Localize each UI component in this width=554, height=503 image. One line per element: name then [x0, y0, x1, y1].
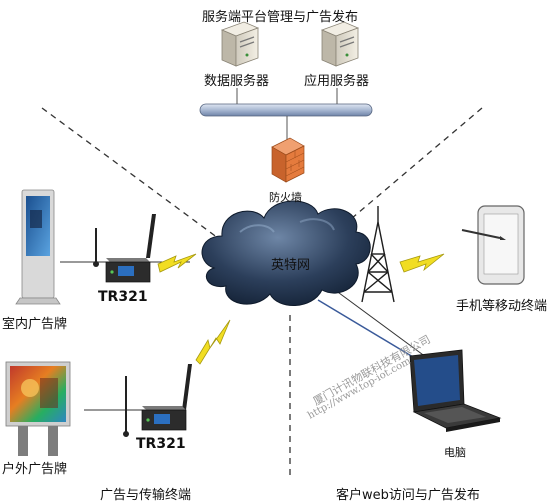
indoor-sign-label: 室内广告牌 — [2, 317, 68, 332]
tr321-terminal-icon — [123, 364, 192, 437]
computer-label: 电脑 — [444, 446, 466, 459]
outdoor-sign-icon — [5, 361, 71, 456]
firewall-label: 防火墙 — [269, 191, 302, 204]
ad-terminal-section-label: 广告与传输终端 — [100, 488, 192, 503]
lightning-bolt-icon — [195, 319, 231, 365]
app-server-icon — [320, 21, 360, 67]
internet-cloud — [201, 200, 371, 307]
data-server-label: 数据服务器 — [204, 74, 270, 89]
tr321-label-bottom: TR321 — [136, 436, 186, 452]
firewall-icon — [271, 137, 305, 183]
section-dividers — [41, 107, 483, 480]
tr321-label-top: TR321 — [98, 289, 148, 305]
client-web-section-label: 客户web访问与广告发布 — [336, 488, 480, 503]
cell-tower-icon — [361, 206, 395, 303]
app-server-label: 应用服务器 — [304, 74, 370, 89]
diagram-title: 服务端平台管理与广告发布 — [202, 10, 359, 25]
indoor-sign-icon — [15, 189, 61, 305]
tr321-terminal-icon — [93, 214, 156, 283]
wireless-signals — [157, 253, 445, 365]
data-server-icon — [220, 21, 260, 67]
lightning-bolt-icon — [157, 253, 197, 273]
laptop-icon — [409, 349, 502, 432]
mobile-device-icon — [461, 205, 525, 285]
mobile-label: 手机等移动终端 — [456, 299, 548, 314]
internet-label: 英特网 — [271, 258, 311, 273]
server-bus — [199, 103, 373, 117]
outdoor-sign-label: 户外广告牌 — [2, 462, 68, 477]
lightning-bolt-icon — [399, 253, 445, 273]
